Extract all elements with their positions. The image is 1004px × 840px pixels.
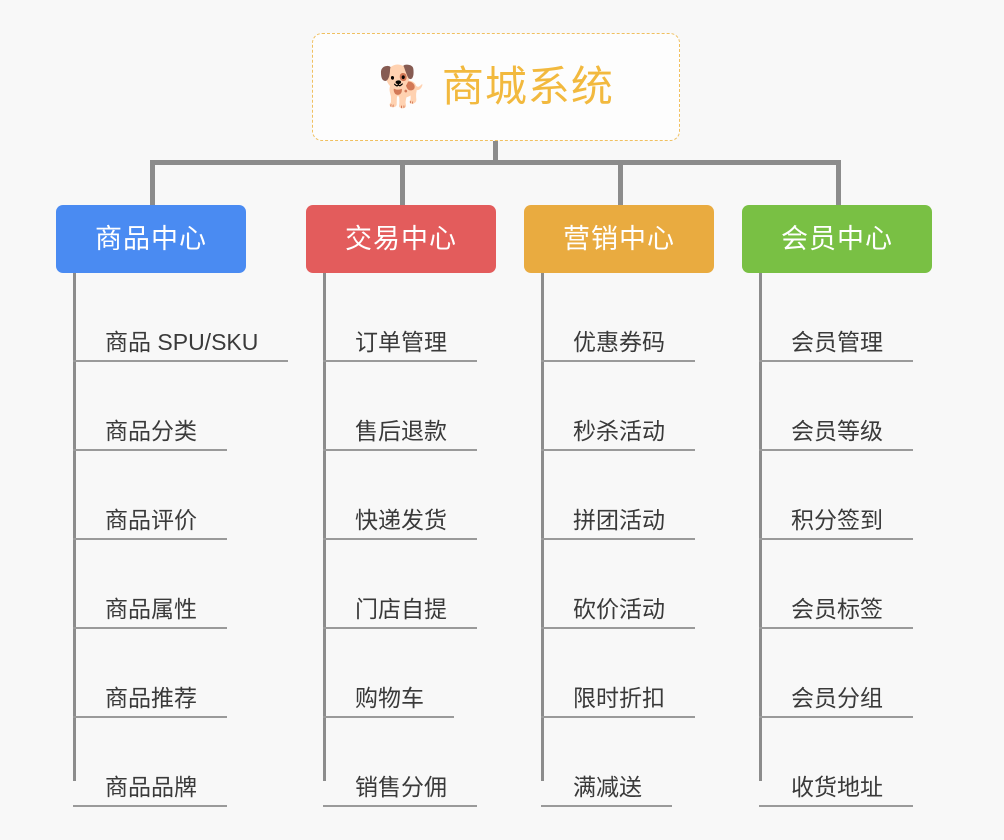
leaf-label: 满减送 bbox=[541, 774, 672, 807]
list-item[interactable]: 会员管理 bbox=[759, 273, 932, 362]
list-item[interactable]: 会员等级 bbox=[759, 362, 932, 451]
leaf-label: 秒杀活动 bbox=[541, 418, 695, 451]
leaf-label: 商品属性 bbox=[73, 596, 227, 629]
leaf-label: 购物车 bbox=[323, 685, 454, 718]
list-item[interactable]: 商品品牌 bbox=[73, 718, 246, 807]
list-item[interactable]: 秒杀活动 bbox=[541, 362, 714, 451]
connector-drop-member-center bbox=[836, 160, 841, 208]
leaf-label: 会员标签 bbox=[759, 596, 913, 629]
category-label: 交易中心 bbox=[345, 223, 457, 254]
connector-root-stem bbox=[493, 141, 498, 163]
leaf-label: 销售分佣 bbox=[323, 774, 477, 807]
category-box-trade-center[interactable]: 交易中心 bbox=[306, 205, 496, 273]
list-item[interactable]: 限时折扣 bbox=[541, 629, 714, 718]
list-item[interactable]: 会员标签 bbox=[759, 540, 932, 629]
list-item[interactable]: 优惠券码 bbox=[541, 273, 714, 362]
connector-trunk bbox=[73, 273, 76, 781]
leaf-label: 商品推荐 bbox=[73, 685, 227, 718]
leaf-label: 商品评价 bbox=[73, 507, 227, 540]
connector-drop-marketing-center bbox=[618, 160, 623, 208]
list-item[interactable]: 商品推荐 bbox=[73, 629, 246, 718]
leaf-label: 拼团活动 bbox=[541, 507, 695, 540]
leaf-label: 会员管理 bbox=[759, 329, 913, 362]
list-item[interactable]: 拼团活动 bbox=[541, 451, 714, 540]
root-node-title: 商城系统 bbox=[441, 63, 614, 110]
leaf-stack-marketing-center: 优惠券码 秒杀活动 拼团活动 砍价活动 限时折扣 满减送 bbox=[541, 273, 714, 807]
leaf-label: 会员分组 bbox=[759, 685, 913, 718]
connector-drop-product-center bbox=[150, 160, 155, 208]
leaf-label: 优惠券码 bbox=[541, 329, 695, 362]
leaf-stack-trade-center: 订单管理 售后退款 快递发货 门店自提 购物车 销售分佣 bbox=[323, 273, 496, 807]
leaf-label: 售后退款 bbox=[323, 418, 477, 451]
category-box-member-center[interactable]: 会员中心 bbox=[742, 205, 932, 273]
leaf-label: 会员等级 bbox=[759, 418, 913, 451]
list-item[interactable]: 积分签到 bbox=[759, 451, 932, 540]
connector-horizontal-bus bbox=[150, 160, 840, 165]
leaf-label: 门店自提 bbox=[323, 596, 477, 629]
root-node-shopping-mall-system[interactable]: 🐕 商城系统 bbox=[312, 33, 680, 141]
category-label: 营销中心 bbox=[563, 223, 675, 254]
leaf-label: 商品品牌 bbox=[73, 774, 227, 807]
list-item[interactable]: 会员分组 bbox=[759, 629, 932, 718]
branch-member-center: 会员中心 会员管理 会员等级 积分签到 会员标签 会员分组 收货地址 bbox=[742, 205, 932, 807]
list-item[interactable]: 销售分佣 bbox=[323, 718, 496, 807]
list-item[interactable]: 砍价活动 bbox=[541, 540, 714, 629]
leaf-label: 快递发货 bbox=[323, 507, 477, 540]
list-item[interactable]: 订单管理 bbox=[323, 273, 496, 362]
list-item[interactable]: 快递发货 bbox=[323, 451, 496, 540]
list-item[interactable]: 售后退款 bbox=[323, 362, 496, 451]
list-item[interactable]: 商品 SPU/SKU bbox=[73, 273, 289, 362]
list-item[interactable]: 门店自提 bbox=[323, 540, 496, 629]
branch-marketing-center: 营销中心 优惠券码 秒杀活动 拼团活动 砍价活动 限时折扣 满减送 bbox=[524, 205, 714, 807]
category-label: 会员中心 bbox=[781, 223, 893, 254]
leaf-label: 砍价活动 bbox=[541, 596, 695, 629]
connector-trunk bbox=[541, 273, 544, 781]
leaf-label: 订单管理 bbox=[323, 329, 477, 362]
leaf-stack-member-center: 会员管理 会员等级 积分签到 会员标签 会员分组 收货地址 bbox=[759, 273, 932, 807]
connector-drop-trade-center bbox=[400, 160, 405, 208]
leaf-label: 限时折扣 bbox=[541, 685, 695, 718]
list-item[interactable]: 商品属性 bbox=[73, 540, 246, 629]
connector-trunk bbox=[759, 273, 762, 781]
list-item[interactable]: 满减送 bbox=[541, 718, 714, 807]
leaf-stack-product-center: 商品 SPU/SKU 商品分类 商品评价 商品属性 商品推荐 商品品牌 bbox=[73, 273, 289, 807]
category-label: 商品中心 bbox=[95, 223, 207, 254]
list-item[interactable]: 商品分类 bbox=[73, 362, 246, 451]
leaf-label: 商品分类 bbox=[73, 418, 227, 451]
list-item[interactable]: 购物车 bbox=[323, 629, 496, 718]
category-box-product-center[interactable]: 商品中心 bbox=[56, 205, 246, 273]
category-box-marketing-center[interactable]: 营销中心 bbox=[524, 205, 714, 273]
branch-product-center: 商品中心 商品 SPU/SKU 商品分类 商品评价 商品属性 商品推荐 商品品牌 bbox=[56, 205, 289, 807]
leaf-label: 收货地址 bbox=[759, 774, 913, 807]
leaf-label: 积分签到 bbox=[759, 507, 913, 540]
leaf-label: 商品 SPU/SKU bbox=[73, 329, 289, 362]
connector-trunk bbox=[323, 273, 326, 781]
list-item[interactable]: 收货地址 bbox=[759, 718, 932, 807]
list-item[interactable]: 商品评价 bbox=[73, 451, 246, 540]
dog-face-icon: 🐕 bbox=[378, 65, 428, 109]
branch-trade-center: 交易中心 订单管理 售后退款 快递发货 门店自提 购物车 销售分佣 bbox=[306, 205, 496, 807]
